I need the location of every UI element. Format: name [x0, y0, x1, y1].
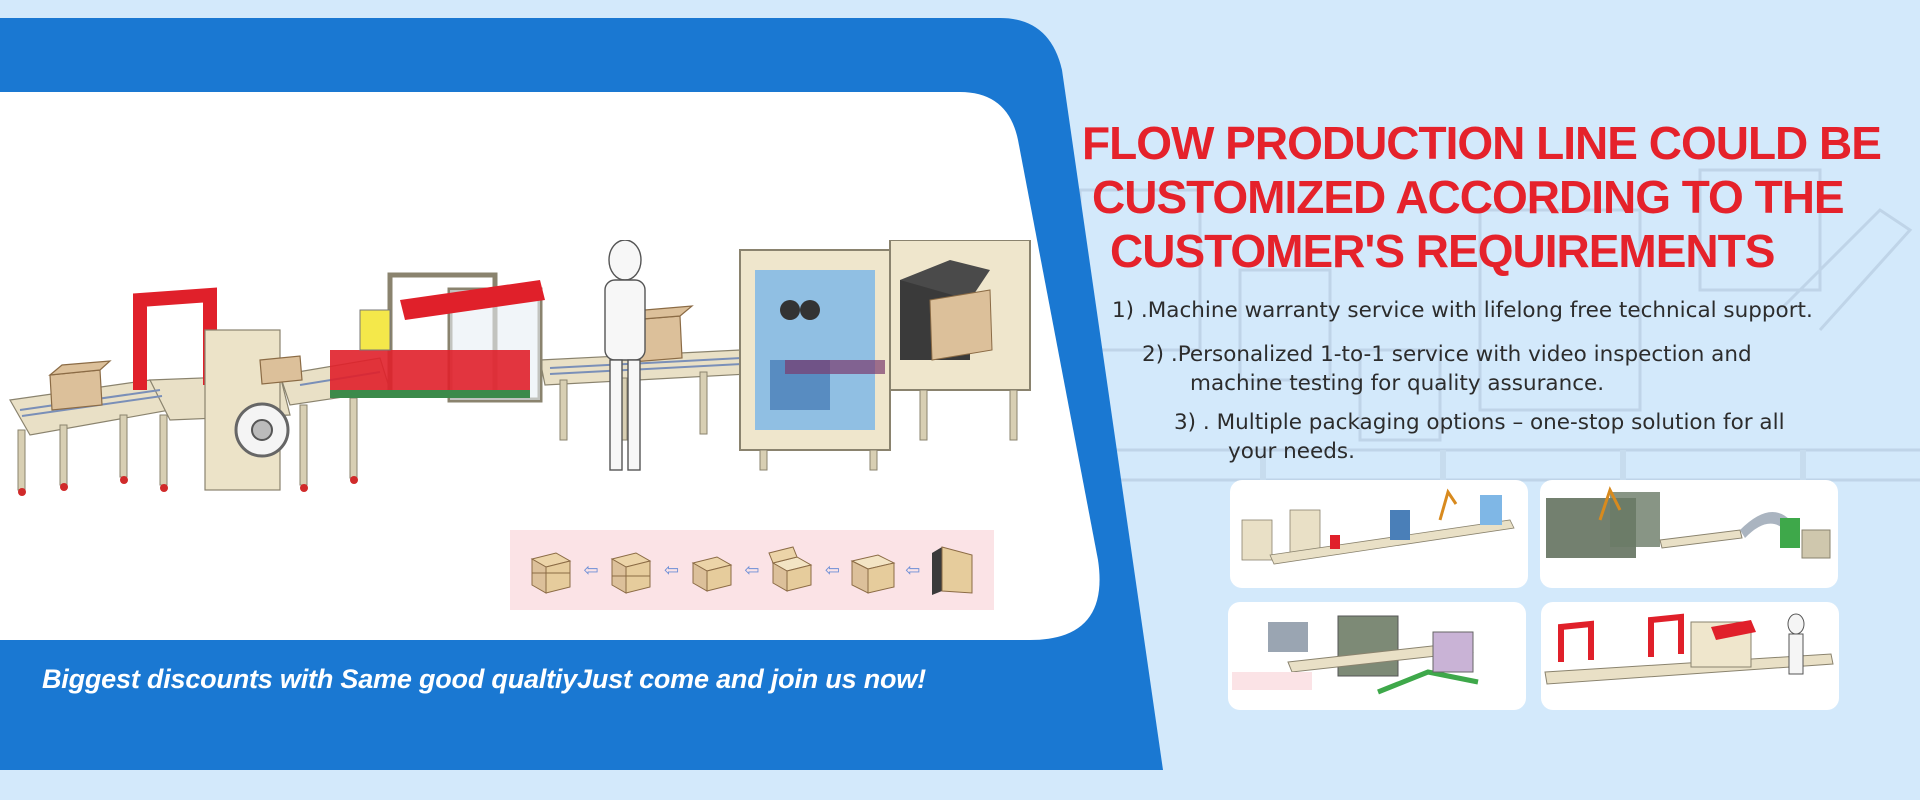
headline-line-2: CUSTOMIZED ACCORDING TO THE	[1092, 171, 1845, 223]
left-arrow-icon: ⇦	[824, 559, 840, 581]
feature-item-personalized-service: 2) .Personalized 1-to-1 service with vid…	[1142, 340, 1752, 398]
left-arrow-icon: ⇦	[744, 559, 760, 581]
feature-item-warranty: 1) .Machine warranty service with lifelo…	[1112, 296, 1813, 325]
erected-box-icon	[850, 554, 896, 594]
headline-line-1: FLOW PRODUCTION LINE COULD BE	[1082, 117, 1882, 169]
headline-line-3: CUSTOMER'S REQUIREMENTS	[1110, 225, 1775, 277]
production-line-thumbnail	[1230, 480, 1528, 588]
carton-folding-steps: ⇦ ⇦ ⇦ ⇦ ⇦	[510, 530, 994, 610]
taped-box-icon	[691, 556, 733, 592]
production-line-thumbnail-image	[1232, 615, 1479, 695]
left-arrow-icon: ⇦	[905, 559, 921, 581]
production-line-thumbnail-image	[1241, 488, 1515, 565]
left-arrow-icon: ⇦	[663, 559, 680, 581]
left-arrow-icon: ⇦	[583, 559, 599, 581]
feature-text: 1) .Machine warranty service with lifelo…	[1112, 298, 1813, 323]
production-line-illustration	[9, 240, 1031, 496]
feature-text: 3) . Multiple packaging options – one-st…	[1174, 410, 1785, 435]
feature-text-continued: machine testing for quality assurance.	[1190, 371, 1605, 396]
sealed-stacked-box-icon	[530, 552, 572, 594]
feature-text: 2) .Personalized 1-to-1 service with vid…	[1142, 342, 1752, 367]
flat-carton-icon	[932, 546, 973, 595]
sealed-box-icon	[610, 552, 652, 594]
production-line-thumbnail-image	[1544, 613, 1834, 685]
feature-text-continued: your needs.	[1228, 439, 1355, 464]
production-line-thumbnail	[1228, 602, 1526, 710]
open-box-icon	[768, 546, 813, 592]
feature-item-packaging-options: 3) . Multiple packaging options – one-st…	[1174, 408, 1785, 466]
production-line-thumbnail	[1540, 480, 1838, 588]
production-line-thumbnail	[1541, 602, 1839, 710]
production-line-thumbnail-image	[1546, 486, 1831, 559]
promo-slogan: Biggest discounts with Same good qualtiy…	[42, 664, 926, 694]
headline: FLOW PRODUCTION LINE COULD BE CUSTOMIZED…	[1080, 116, 1882, 278]
